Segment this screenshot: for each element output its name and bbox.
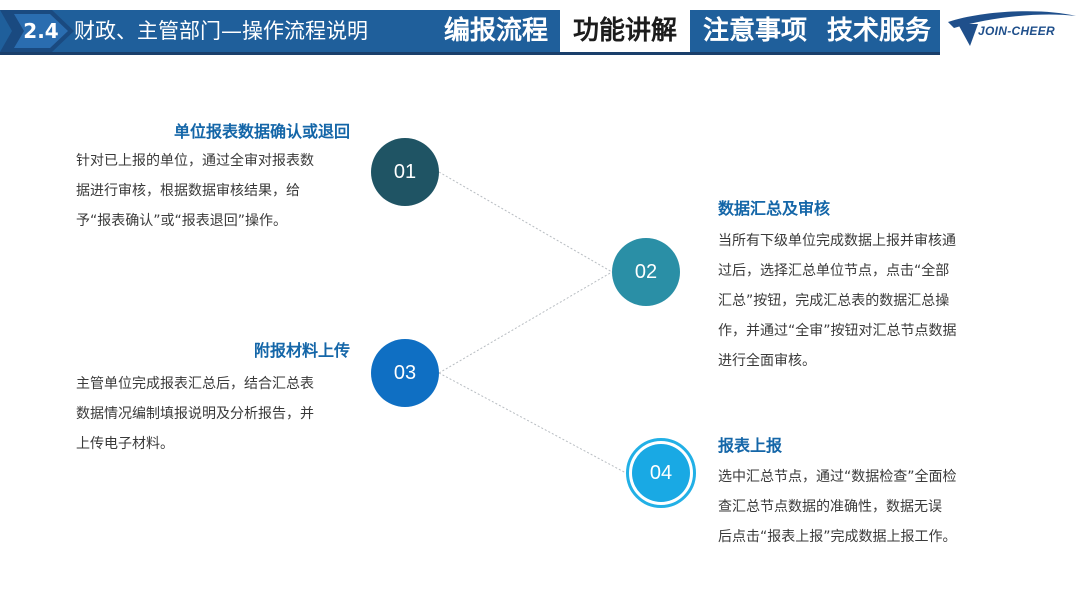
- step-03-line: 数据情况编制填报说明及分析报告，并: [76, 406, 314, 422]
- header-divider: [0, 52, 940, 55]
- step-03-circle: 03: [371, 339, 439, 407]
- logo-text: JOIN-CHEER: [978, 24, 1056, 38]
- step-02-line: 进行全面审核。: [718, 353, 816, 369]
- tab-compile-process[interactable]: 编报流程: [443, 16, 548, 46]
- step-03-description: 主管单位完成报表汇总后，结合汇总表 数据情况编制填报说明及分析报告，并 上传电子…: [76, 369, 366, 459]
- company-logo: JOIN-CHEER: [944, 4, 1078, 54]
- section-arrow-icon: [0, 10, 74, 52]
- step-03-line: 主管单位完成报表汇总后，结合汇总表: [76, 376, 314, 392]
- section-number: 2.4: [23, 19, 59, 43]
- step-04-line: 后点击“报表上报”完成数据上报工作。: [718, 529, 957, 545]
- step-02-line: 过后，选择汇总单位节点，点击“全部: [718, 263, 950, 279]
- tab-notes[interactable]: 注意事项: [702, 16, 807, 46]
- step-04-line: 查汇总节点数据的准确性，数据无误: [718, 499, 942, 515]
- tab-tech-service[interactable]: 技术服务: [826, 16, 931, 46]
- step-01-line: 针对已上报的单位，通过全审对报表数: [76, 153, 314, 169]
- step-02-line: 汇总”按钮，完成汇总表的数据汇总操: [718, 293, 950, 309]
- step-01-line: 据进行审核，根据数据审核结果，给: [76, 183, 300, 199]
- step-04-circle: 04: [632, 444, 690, 502]
- step-02-circle: 02: [612, 238, 680, 306]
- step-04-line: 选中汇总节点，通过“数据检查”全面检: [718, 469, 957, 485]
- step-02-description: 当所有下级单位完成数据上报并审核通 过后，选择汇总单位节点，点击“全部 汇总”按…: [718, 226, 1018, 376]
- header-bar: 2.4 财政、主管部门—操作流程说明 编报流程 功能讲解 注意事项 技术服务 J…: [0, 0, 1080, 64]
- step-03-title: 附报材料上传: [253, 341, 350, 360]
- step-01-description: 针对已上报的单位，通过全审对报表数 据进行审核，根据数据审核结果，给 予“报表确…: [76, 146, 366, 236]
- step-02-line: 当所有下级单位完成数据上报并审核通: [718, 233, 956, 249]
- step-02-title: 数据汇总及审核: [718, 199, 831, 218]
- step-01-line: 予“报表确认”或“报表退回”操作。: [76, 213, 288, 229]
- section-badge: 2.4: [0, 4, 76, 58]
- step-01-circle: 01: [371, 138, 439, 206]
- step-01-title: 单位报表数据确认或退回: [173, 122, 350, 141]
- header-background: [0, 10, 940, 52]
- step-04-description: 选中汇总节点，通过“数据检查”全面检 查汇总节点数据的准确性，数据无误 后点击“…: [718, 462, 1018, 552]
- step-03-line: 上传电子材料。: [76, 436, 174, 452]
- step-02-line: 作，并通过“全审”按钮对汇总节点数据: [718, 323, 957, 339]
- tab-function-explanation[interactable]: 功能讲解: [560, 10, 690, 52]
- step-04-title: 报表上报: [718, 436, 783, 455]
- page-title: 财政、主管部门—操作流程说明: [74, 19, 368, 43]
- logo-icon: [948, 11, 1076, 46]
